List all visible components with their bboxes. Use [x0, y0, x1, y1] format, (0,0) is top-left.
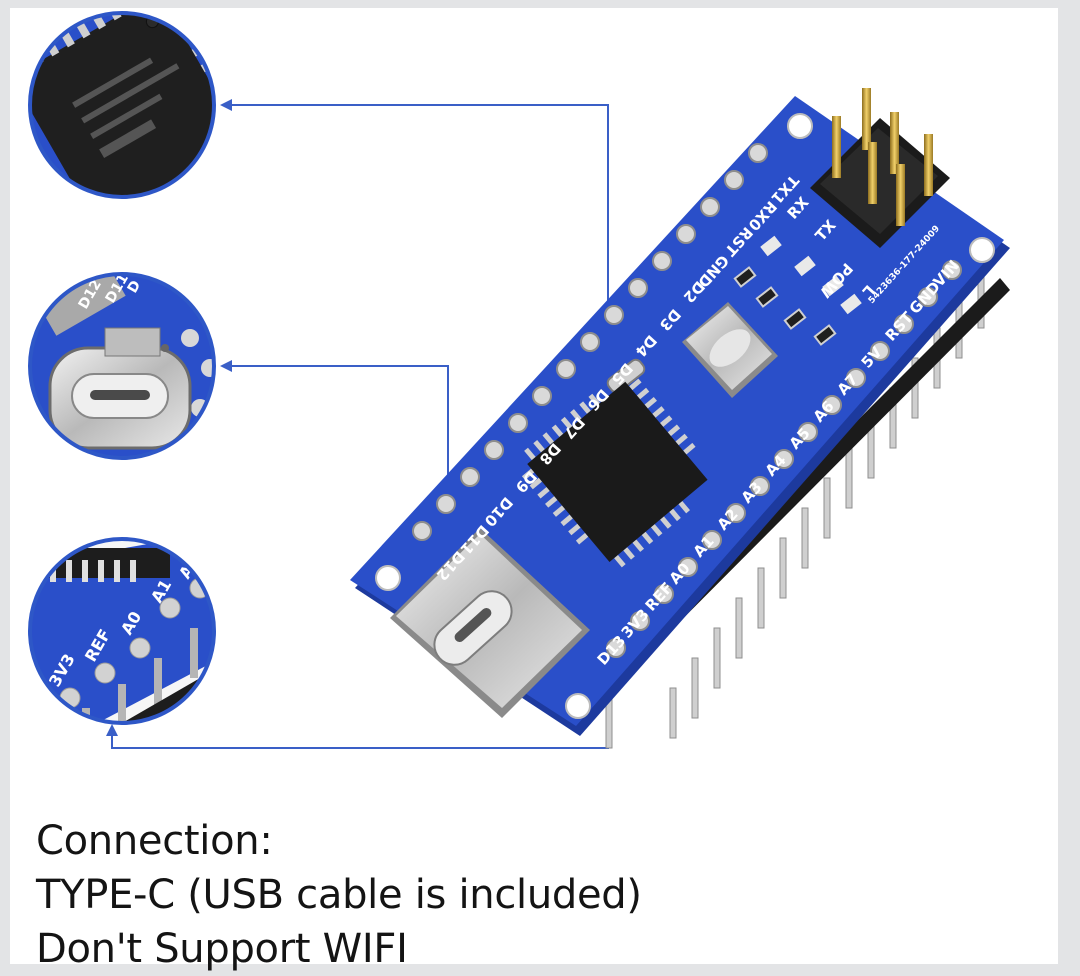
caption-line-no-wifi: Don't Support WIFI: [36, 926, 408, 972]
zoom-usb-circle: D12 D11 D: [28, 272, 216, 460]
board-illustration: D12 D11 D: [28, 11, 1010, 749]
caption-text: Connection: TYPE-C (USB cable is include…: [36, 814, 642, 976]
top-pin-pads: [412, 143, 768, 541]
chip-arrow-icon: [220, 99, 232, 111]
status-leds: [733, 235, 862, 346]
zoom-chip-circle: [28, 11, 216, 199]
zoom-pins-circle: 3V3 REF A0 A1 A: [28, 537, 216, 725]
icsp-header: [810, 88, 950, 248]
reset-button-component: [682, 302, 778, 398]
atmega-chip: [521, 378, 708, 568]
chip-markings: [72, 57, 180, 159]
arduino-nano-board: TX1 RX0 RST GND D2 D3 D4 D5 D6 D7 D8 D9 …: [350, 88, 1010, 749]
product-image-card: D12 D11 D: [10, 8, 1058, 972]
mounting-holes: [375, 113, 995, 719]
crystal-component: [606, 358, 646, 394]
usb-c-port: [390, 528, 590, 718]
caption-line-connection: Connection:: [36, 818, 273, 864]
pins-arrow-icon: [106, 724, 118, 736]
bottom-pin-pads: [606, 260, 962, 658]
usb-arrow-icon: [220, 360, 232, 372]
caption-line-type-c: TYPE-C (USB cable is included): [36, 872, 642, 918]
zoom-usb-labels: D12 D11 D: [76, 274, 145, 312]
